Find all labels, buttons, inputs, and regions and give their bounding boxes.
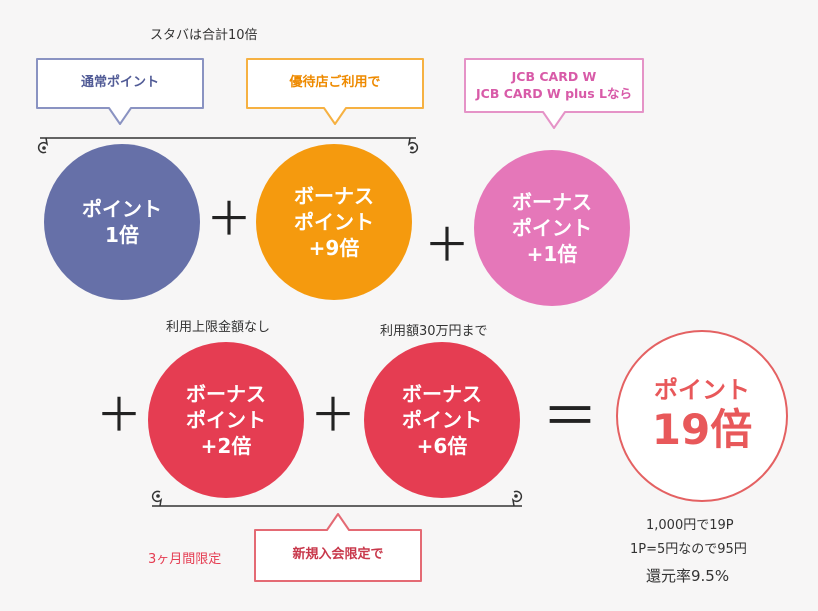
circle-bonus-1x-line1: ボーナス (512, 190, 592, 214)
bubble-normal-point: 通常ポイント (34, 56, 206, 126)
circle-bonus-2x-line2: ポイント (186, 408, 266, 432)
result-line2: 19倍 (651, 405, 753, 455)
circle-bonus-6x-line2: ポイント (402, 408, 482, 432)
top-caption: スタバは合計10倍 (150, 28, 258, 43)
bubble-card-shape (464, 58, 644, 129)
bubble-normal-shape (36, 58, 204, 125)
plus-operator: ＋ (424, 218, 470, 272)
caption-three-months: 3ヶ月間限定 (148, 552, 222, 567)
bubble-new-member-label: 新規入会限定で (292, 547, 384, 563)
note-return-rate: 還元率9.5% (646, 567, 730, 585)
circle-bonus-9x: ボーナス ポイント +9倍 (256, 144, 412, 300)
circle-bonus-9x-line3: +9倍 (308, 236, 360, 260)
caption-limit-300k: 利用額30万円まで (380, 324, 488, 339)
bubble-normal-label: 通常ポイント (80, 74, 159, 90)
result-circle-19x: ポイント 19倍 (616, 330, 788, 502)
bubble-card-text: JCB CARD W JCB CARD W plus Lなら (462, 56, 646, 114)
circle-point-1x-line2: 1倍 (105, 223, 139, 247)
bubble-new-member: 新規入会限定で (252, 512, 424, 584)
circle-bonus-6x-line1: ボーナス (402, 382, 482, 406)
plus-operator: ＋ (310, 388, 356, 442)
bubble-jcb-card: JCB CARD W JCB CARD W plus Lなら (462, 56, 646, 130)
caption-no-limit: 利用上限金額なし (166, 320, 271, 335)
plus-operator: ＋ (96, 388, 142, 442)
equals-operator: ＝ (542, 385, 598, 450)
circle-bonus-1x: ボーナス ポイント +1倍 (474, 150, 630, 306)
bubble-card-line2: JCB CARD W plus Lなら (476, 86, 632, 101)
bubble-partner-label: 優待店ご利用で (289, 74, 381, 90)
result-line1: ポイント (654, 376, 750, 405)
note-1000yen: 1,000円で19P (646, 518, 734, 533)
bubble-new-member-shape (254, 513, 422, 582)
circle-bonus-2x-line1: ボーナス (186, 382, 266, 406)
circle-bonus-6x-line3: +6倍 (416, 434, 468, 458)
circle-point-1x-line1: ポイント (82, 197, 162, 221)
circle-bonus-2x-line3: +2倍 (200, 434, 252, 458)
circle-bonus-1x-line3: +1倍 (526, 242, 578, 266)
circle-bonus-9x-line1: ボーナス (294, 184, 374, 208)
circle-point-1x: ポイント 1倍 (44, 144, 200, 300)
circle-bonus-6x: ボーナス ポイント +6倍 (364, 342, 520, 498)
bubble-card-line1: JCB CARD W (511, 68, 597, 84)
circle-bonus-2x: ボーナス ポイント +2倍 (148, 342, 304, 498)
circle-bonus-1x-line2: ポイント (512, 216, 592, 240)
bubble-partner-shape (246, 58, 424, 125)
circle-bonus-9x-line2: ポイント (294, 210, 374, 234)
plus-operator: ＋ (206, 192, 252, 246)
note-1p-5yen: 1P=5円なので95円 (630, 542, 747, 557)
bubble-partner-store: 優待店ご利用で (244, 56, 426, 126)
